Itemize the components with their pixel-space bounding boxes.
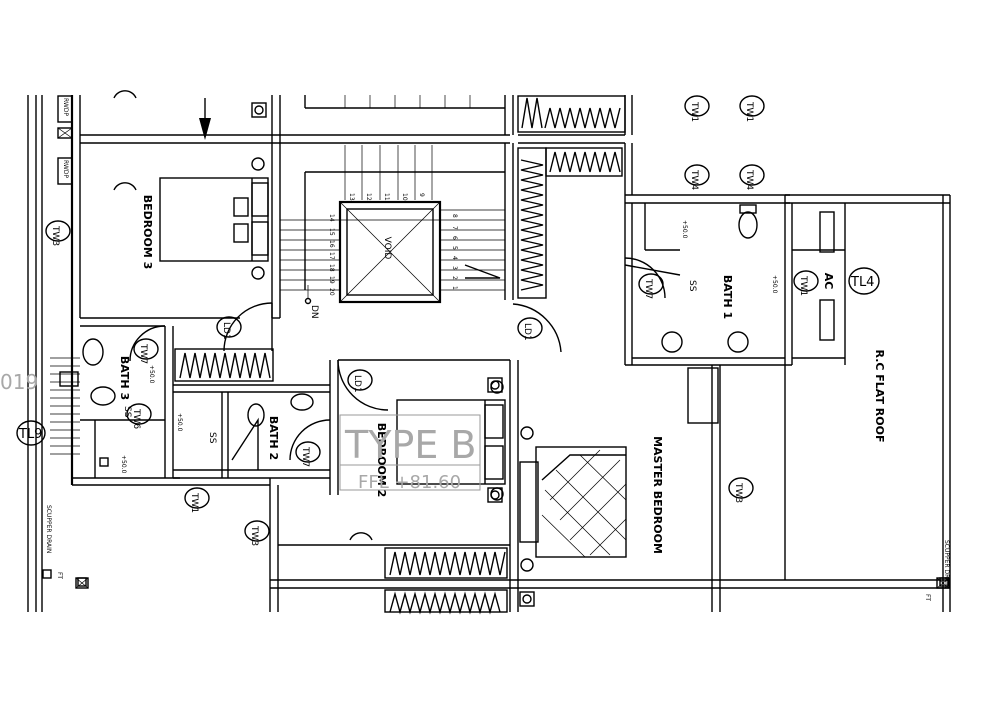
overlay-labels: TYPE B FFL +81.60 DN: [309, 305, 477, 493]
type-overlay-box: [339, 414, 481, 491]
step-number: 2: [451, 276, 458, 280]
level-label: +50.0: [120, 455, 127, 474]
wardrobe-bedroom3: [174, 348, 274, 382]
room-label-master: MASTER BEDROOM: [651, 436, 664, 554]
step-number: 17: [328, 252, 335, 260]
tag-ss: SS: [687, 280, 697, 292]
wardrobe-master-l: [517, 147, 623, 299]
room-label-bath3: BATH 3: [118, 356, 131, 400]
tag-ld1: LD1: [221, 322, 231, 340]
level-label: +50.0: [176, 413, 183, 432]
step-number: 7: [451, 226, 458, 230]
stair-numbers: 14 15 16 17 18 19 20 13 12 11 10 9 8 7 6…: [328, 193, 458, 296]
interior-walls: [80, 95, 846, 612]
tag-tw3: TW3: [50, 225, 60, 246]
step-number: 15: [328, 228, 335, 236]
step-number: 8: [451, 214, 458, 218]
room-labels: BEDROOM 3 BEDROOM 2 MASTER BEDROOM BATH …: [118, 195, 886, 554]
tag-tw7: TW7: [138, 343, 148, 364]
tag-ld1: LD1: [522, 323, 532, 341]
step-number: 14: [328, 214, 335, 222]
level-label: +50.0: [771, 275, 778, 294]
tag-tl9: TL9: [18, 427, 42, 442]
tag-tw1: TW1: [798, 275, 808, 296]
tag-tl4: TL4: [850, 275, 874, 290]
tag-ellipses: [16, 95, 880, 542]
type-label: TYPE B: [344, 423, 477, 467]
rwdp-label: RWDP: [62, 98, 69, 116]
wardrobe-bedroom2: [384, 547, 508, 615]
scupper-drain-left: SCUPPER DRAIN: [45, 505, 52, 553]
step-number: 9: [418, 193, 425, 197]
bath2-fixtures: [231, 393, 314, 470]
rwdp-label: RWDP: [62, 160, 69, 178]
step-number: 12: [365, 193, 372, 201]
step-number: 6: [451, 236, 458, 240]
bed-master: [519, 426, 627, 572]
tag-tw1: TW1: [744, 101, 754, 122]
wardrobe-top-right: [517, 95, 626, 133]
tag-tw6: TW6: [131, 408, 141, 429]
tl9-hatch: [50, 357, 80, 455]
tag-tw1: TW1: [689, 101, 699, 122]
room-label-bedroom2: BEDROOM 2: [375, 423, 388, 498]
step-number: 1: [451, 286, 458, 290]
ft-label: FT: [56, 572, 63, 579]
room-label-bedroom3: BEDROOM 3: [141, 195, 154, 270]
room-label-bath2: BATH 2: [267, 416, 280, 460]
level-label: +50.0: [148, 365, 155, 384]
north-arrow-icon: [199, 98, 211, 140]
tag-tw3: TW3: [733, 482, 743, 503]
staircase: [280, 95, 505, 305]
dn-label: DN: [309, 305, 319, 319]
room-label-ac: AC: [822, 273, 835, 290]
step-number: 4: [451, 256, 458, 260]
bath1-fixtures: [624, 204, 835, 353]
door-swings: [113, 90, 666, 541]
tag-tw1: TW1: [189, 492, 199, 513]
step-number: 13: [348, 193, 355, 201]
tag-ld1: LD1: [352, 375, 362, 393]
bath3-fixtures: [82, 338, 116, 467]
step-number: 11: [383, 193, 390, 201]
room-label-roof: R.C FLAT ROOF: [873, 350, 886, 443]
tag-019: 019: [0, 370, 38, 394]
tag-ss: SS: [207, 432, 217, 444]
step-number: 5: [451, 246, 458, 250]
room-label-bath1: BATH 1: [721, 275, 734, 319]
tag-ss: SS: [122, 406, 132, 418]
drain-labels: SCUPPER DRAIN SCUPPER DRAIN RWDP RWDP FT…: [45, 98, 950, 601]
column-markers: [59, 102, 949, 607]
bed-bedroom3: [159, 157, 269, 280]
tag-tw4: TW4: [744, 169, 754, 190]
outer-walls: [27, 95, 951, 612]
rwdp-boxes: [42, 95, 950, 589]
tag-tw4: TW4: [689, 169, 699, 190]
scupper-drain-right: SCUPPER DRAIN: [943, 540, 950, 588]
ffl-label: FFL +81.60: [358, 472, 461, 493]
step-number: 3: [451, 266, 458, 270]
tag-tw3: TW3: [249, 525, 259, 546]
step-number: 16: [328, 240, 335, 248]
level-label: +50.0: [681, 220, 688, 239]
tag-tw7: TW7: [643, 278, 653, 299]
door-window-tags: TW1 TW1 TW4 TW4 TW3 TW3 TW1 TW1 TW3 TW7 …: [0, 101, 874, 546]
step-number: 20: [328, 288, 335, 296]
step-number: 19: [328, 276, 335, 284]
step-number: 10: [401, 193, 408, 201]
tag-tw7: TW7: [300, 446, 310, 467]
step-number: 18: [328, 264, 335, 272]
room-label-void: VOID: [382, 237, 392, 260]
ft-label: FT: [924, 594, 931, 601]
